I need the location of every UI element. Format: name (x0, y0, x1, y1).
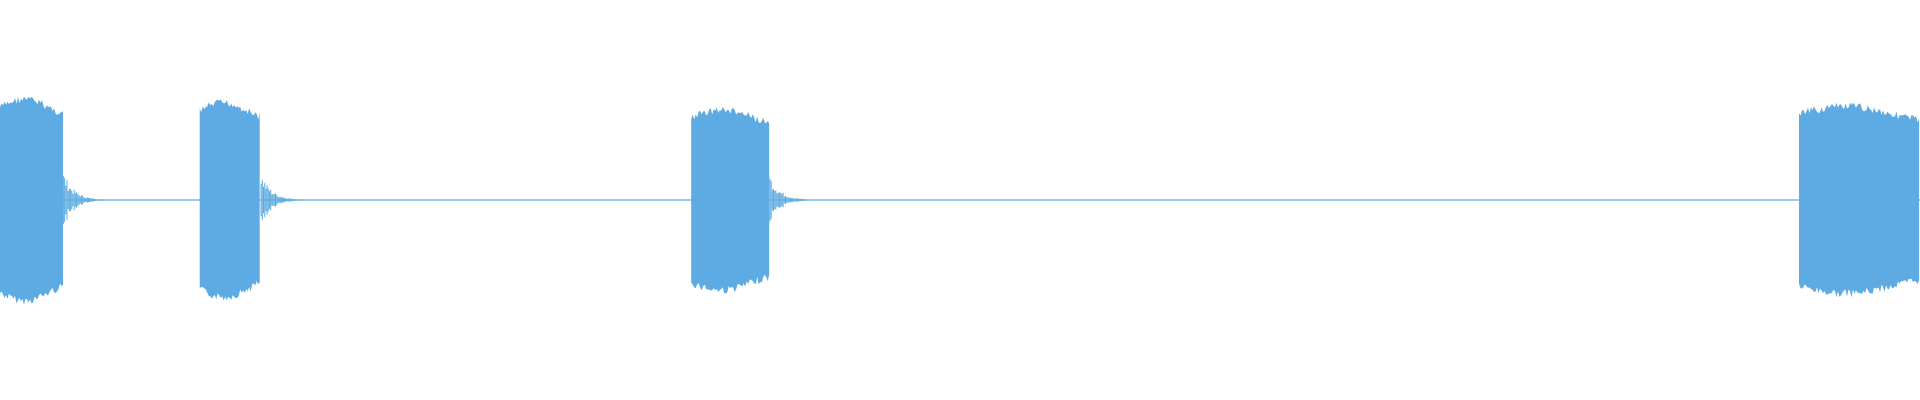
waveform-bursts (0, 96, 1919, 305)
burst-3 (691, 106, 770, 294)
burst-1-tail (62, 176, 111, 224)
burst-1 (0, 96, 63, 305)
burst-2-tail (260, 179, 309, 221)
burst-4 (1799, 102, 1919, 298)
burst-2 (199, 99, 260, 301)
burst-3-tail (769, 178, 818, 222)
